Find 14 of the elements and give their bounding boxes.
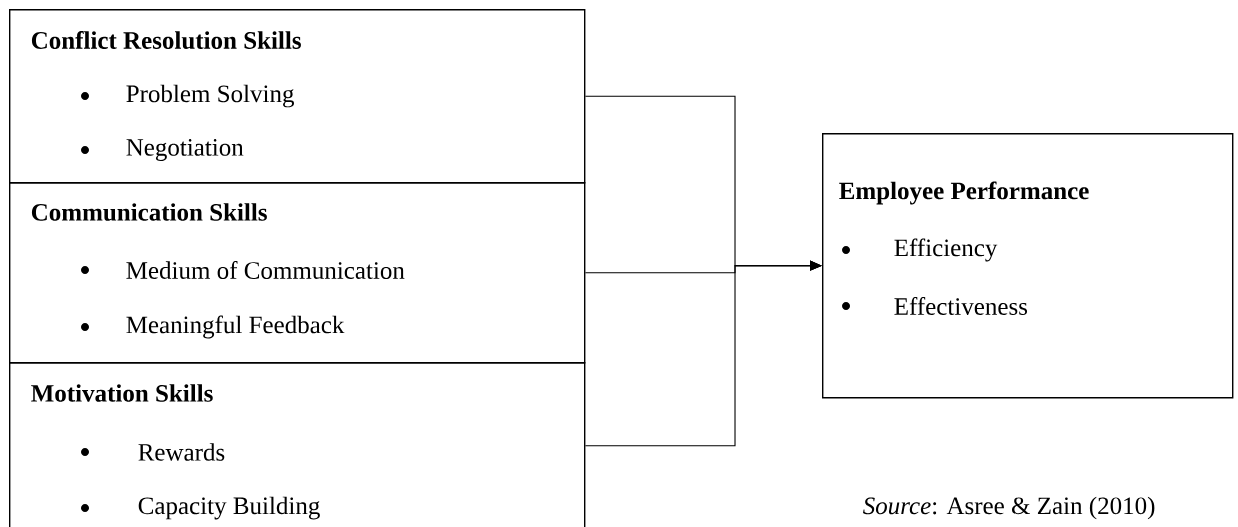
box-heading: Communication Skills bbox=[31, 203, 267, 221]
bullet-item: Negotiation bbox=[81, 139, 244, 161]
bullet-item: Medium of Communication bbox=[81, 261, 405, 279]
connector-arrow bbox=[584, 260, 822, 447]
bullet-item: Problem Solving bbox=[81, 84, 294, 108]
bullet-item: Meaningful Feedback bbox=[81, 315, 345, 339]
bullet-item: Capacity Building bbox=[81, 496, 320, 520]
bullet-item: Effectiveness bbox=[842, 297, 1028, 315]
box-heading: Conflict Resolution Skills bbox=[31, 31, 301, 49]
source-caption: Source: Asree & Zain (2010) bbox=[863, 496, 1155, 520]
box-heading: Employee Performance bbox=[839, 181, 1089, 205]
bullet-item: Efficiency bbox=[842, 238, 998, 262]
box-heading: Motivation Skills bbox=[31, 384, 213, 402]
bullet-item: Rewards bbox=[81, 443, 225, 461]
